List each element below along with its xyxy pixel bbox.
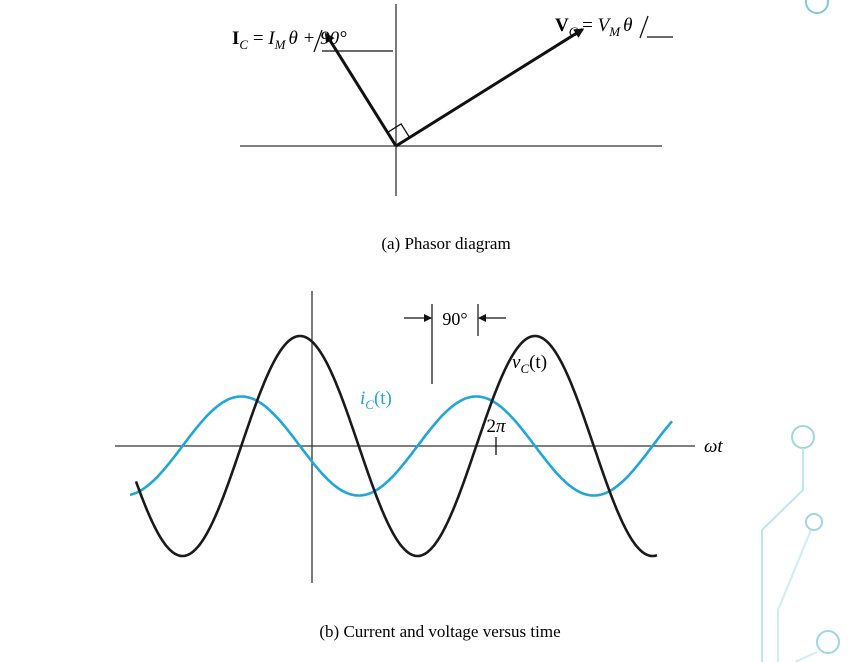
voltage-phasor-arrow <box>395 28 585 148</box>
current-waveform <box>129 395 673 497</box>
period-label: 2π <box>486 416 506 437</box>
voltage-waveform-label: vC(t) <box>512 352 547 376</box>
waveform-caption: (b) Current and voltage versus time <box>319 622 560 641</box>
decor-trace-3 <box>794 651 818 662</box>
waveform-plot: ωt 90° 2π vC(t) iC(t) (b) Current and vo… <box>115 291 723 641</box>
decor-node-1 <box>791 425 815 449</box>
time-axis-label: ωt <box>704 436 723 457</box>
current-angle-bracket <box>313 29 393 53</box>
phasor-caption: (a) Phasor diagram <box>381 234 510 253</box>
decor-node-3 <box>816 630 840 654</box>
voltage-angle-bracket <box>639 15 673 39</box>
decor-node-top <box>805 0 829 14</box>
decor-trace-1 <box>761 448 804 662</box>
voltage-waveform <box>134 334 658 558</box>
phase-shift-marker: 90° <box>404 304 506 384</box>
current-phasor <box>324 32 398 147</box>
voltage-phasor <box>395 28 585 148</box>
decor-node-2 <box>805 513 823 531</box>
phase-shift-label: 90° <box>442 309 467 329</box>
decor-trace-2 <box>777 529 812 662</box>
decorative-circuit <box>761 0 840 662</box>
right-angle-marker <box>387 123 411 138</box>
current-waveform-label: iC(t) <box>360 388 392 412</box>
current-phasor-arrow <box>324 32 398 147</box>
